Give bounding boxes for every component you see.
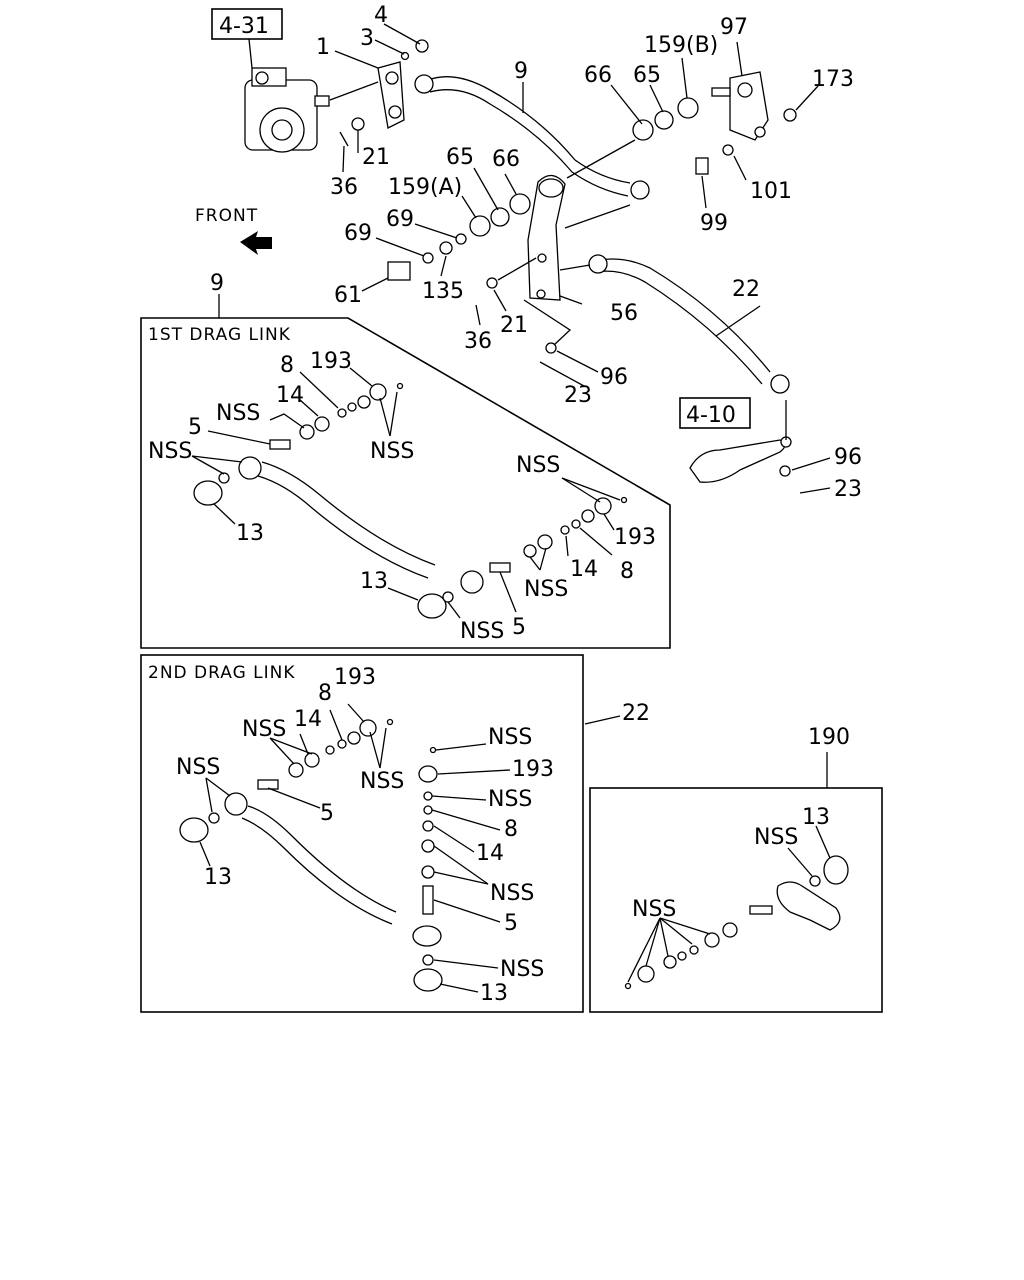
callout: 4 [374,3,388,28]
callout: 96 [600,365,628,390]
callout: 61 [334,283,362,308]
svg-text:14: 14 [570,557,598,582]
svg-text:13: 13 [480,981,508,1006]
callout: 69 [386,207,414,232]
svg-text:14: 14 [276,383,304,408]
front-arrow-icon [240,231,272,255]
first-panel-callouts: 8 193 14 NSS NSS 5 NSS 13 NSS 193 8 14 N… [148,349,656,644]
callout: 96 [834,445,862,470]
svg-text:13: 13 [204,865,232,890]
svg-text:8: 8 [620,559,634,584]
steering-gear-box [244,67,330,153]
panel-kit-190 [589,752,883,1013]
front-indicator: FRONT [195,206,272,255]
callout: 1 [316,35,330,60]
callout: 159(A) [388,175,462,200]
svg-text:13: 13 [802,805,830,830]
svg-text:8: 8 [318,681,332,706]
callout: 66 [584,63,612,88]
svg-text:NSS: NSS [488,787,532,812]
reference-box-4-10[interactable]: 4-10 [679,397,751,429]
callout: 173 [812,67,854,92]
svg-text:NSS: NSS [632,897,676,922]
svg-text:NSS: NSS [460,619,504,644]
top-callouts: 4 3 1 9 66 65 159(B) 97 173 21 36 65 66 … [210,3,862,502]
svg-text:190: 190 [808,725,850,750]
panel-second-drag-link: 2ND DRAG LINK [140,654,621,1013]
callout: 21 [362,145,390,170]
panel-first-drag-link: 1ST DRAG LINK [140,317,671,649]
svg-text:NSS: NSS [754,825,798,850]
svg-text:193: 193 [334,665,376,690]
svg-text:NSS: NSS [488,725,532,750]
svg-text:193: 193 [512,757,554,782]
panel-title: 1ST DRAG LINK [148,325,291,345]
steering-assembly-drawing [218,23,831,494]
callout: 21 [500,313,528,338]
svg-text:5: 5 [320,801,334,826]
callout: 9 [514,59,528,84]
svg-text:14: 14 [294,707,322,732]
callout: 3 [360,26,374,51]
svg-text:NSS: NSS [360,769,404,794]
svg-text:NSS: NSS [490,881,534,906]
panel-title: 2ND DRAG LINK [148,663,296,683]
callout: 66 [492,147,520,172]
callout: 65 [633,63,661,88]
callout: 135 [422,279,464,304]
svg-text:NSS: NSS [370,439,414,464]
callout: 23 [564,383,592,408]
svg-text:NSS: NSS [176,755,220,780]
reference-box-4-31[interactable]: 4-31 [211,8,283,40]
callout: 22 [732,277,760,302]
first-drag-link-drawing [193,382,628,619]
second-panel-callouts: 193 8 14 NSS NSS NSS 5 13 NSS 193 NSS 8 … [176,665,650,1006]
svg-text:FRONT: FRONT [195,206,258,226]
callout: 97 [720,15,748,40]
svg-text:5: 5 [504,911,518,936]
svg-text:13: 13 [360,569,388,594]
callout: 36 [464,329,492,354]
callout: 159(B) [644,33,718,58]
svg-text:NSS: NSS [500,957,544,982]
svg-text:NSS: NSS [242,717,286,742]
svg-text:13: 13 [236,521,264,546]
svg-text:193: 193 [310,349,352,374]
callout: 69 [344,221,372,246]
svg-text:NSS: NSS [524,577,568,602]
svg-text:NSS: NSS [516,453,560,478]
callout: 23 [834,477,862,502]
svg-text:5: 5 [188,415,202,440]
second-drag-link-drawing [179,718,443,992]
svg-text:4-31: 4-31 [219,14,269,39]
callout: 56 [610,301,638,326]
svg-text:14: 14 [476,841,504,866]
callout: 65 [446,145,474,170]
callout: 99 [700,211,728,236]
svg-text:5: 5 [512,615,526,640]
kit-callouts: 190 13 NSS NSS [632,725,850,922]
callout: 101 [750,179,792,204]
svg-text:8: 8 [280,353,294,378]
callout: 9 [210,271,224,296]
svg-text:4-10: 4-10 [686,403,736,428]
svg-text:8: 8 [504,817,518,842]
callout: 36 [330,175,358,200]
svg-text:22: 22 [622,701,650,726]
svg-text:193: 193 [614,525,656,550]
svg-text:NSS: NSS [216,401,260,426]
svg-text:NSS: NSS [148,439,192,464]
